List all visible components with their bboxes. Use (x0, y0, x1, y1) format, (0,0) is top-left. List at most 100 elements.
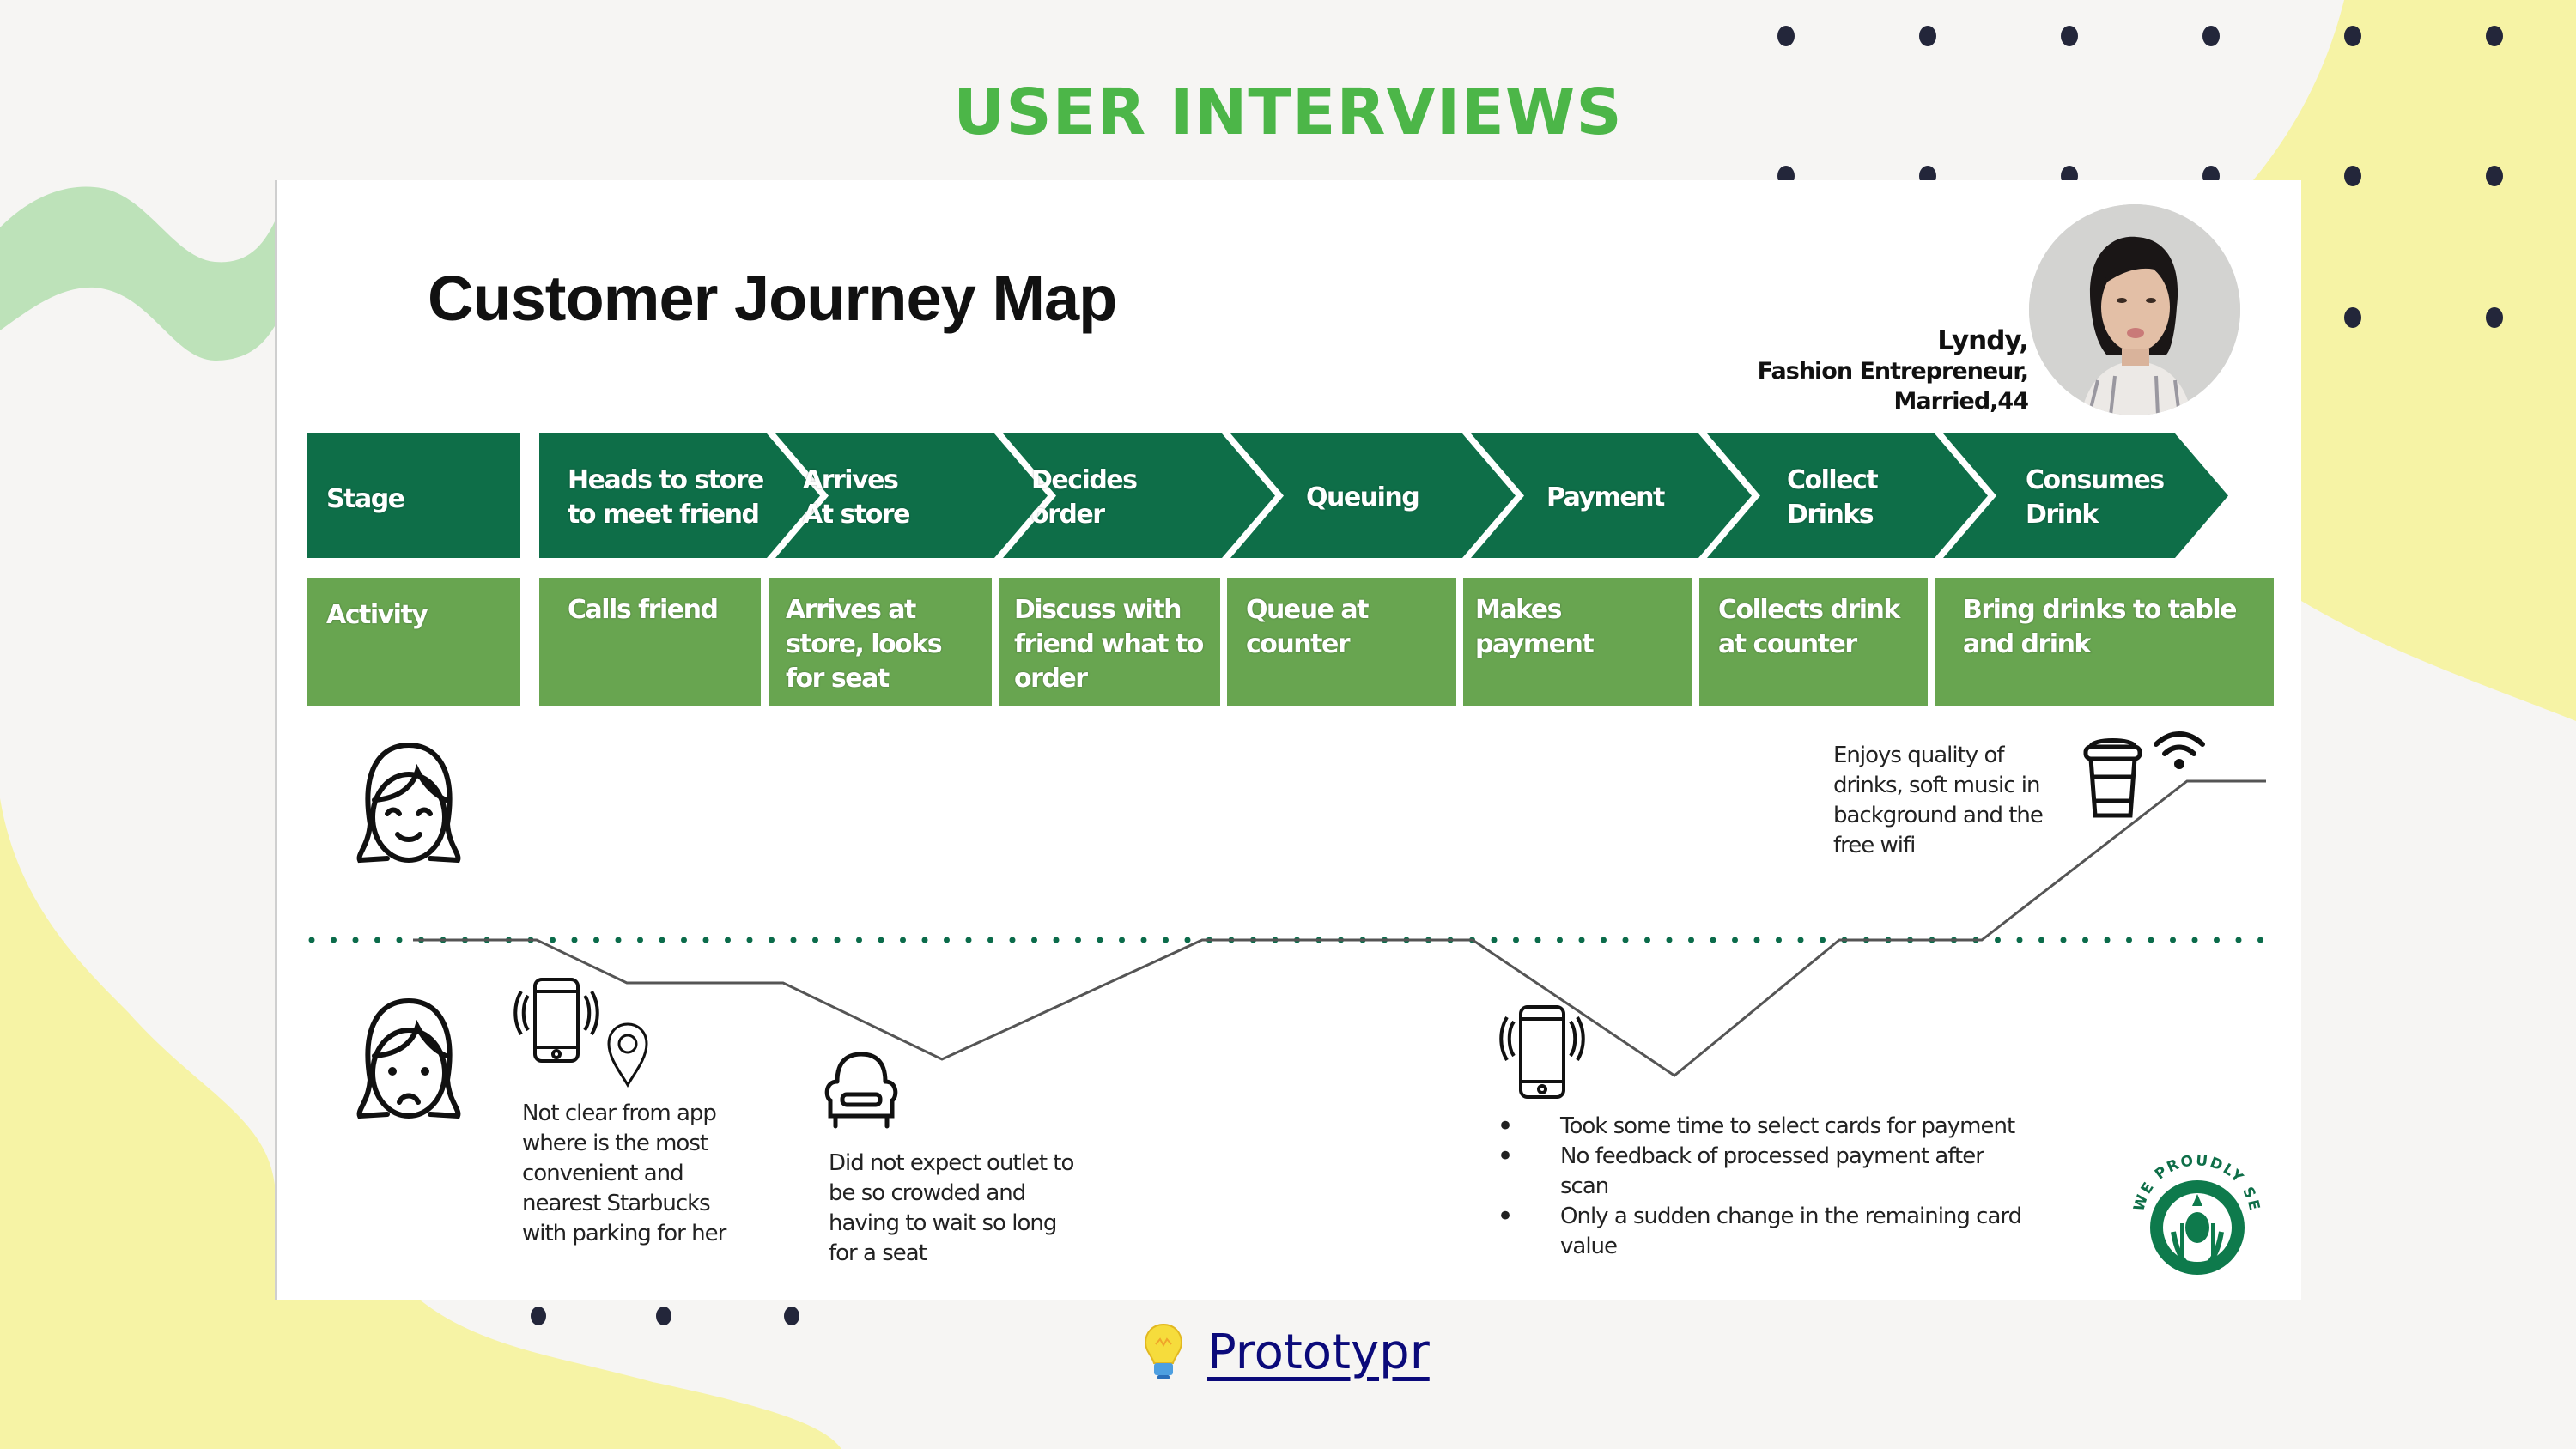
wifi-icon (2154, 731, 2205, 769)
stage-label-line: order (1031, 499, 1105, 530)
baseline-dot (1688, 937, 1694, 943)
activity-cell (1463, 578, 1692, 706)
activity-cell (1935, 578, 2274, 706)
activity-label-line: counter (1246, 629, 1351, 659)
background-dot (2486, 307, 2503, 328)
note-line: with parking for her (522, 1221, 726, 1246)
baseline-dot (2170, 937, 2176, 943)
background-dot (2486, 26, 2503, 46)
activity-label-line: Discuss with (1014, 595, 1182, 625)
activity-label-line: at counter (1718, 629, 1857, 659)
bullet-item: Took some time to select cards for payme… (1497, 1112, 2029, 1142)
stage-header-cell (307, 433, 520, 558)
baseline-dot (812, 937, 818, 943)
background-dot (2344, 166, 2361, 186)
note-crowded-seat: Did not expect outlet to be so crowded a… (829, 1149, 1074, 1269)
stage-chevron (1707, 433, 1988, 558)
background-dot (1919, 26, 1936, 46)
activity-label-line: for seat (786, 664, 890, 694)
lightbulb-icon (1144, 1323, 1183, 1379)
stage-label-line: At store (803, 499, 910, 530)
note-line: drinks, soft music in (1833, 773, 2040, 798)
stage-label-line: to meet friend (568, 499, 760, 530)
baseline-dot (2148, 937, 2154, 943)
baseline-dot (1732, 937, 1738, 943)
baseline-dot (396, 937, 403, 943)
baseline-dot (1820, 937, 1826, 943)
activity-label: Queue at counter (1246, 593, 1369, 662)
baseline-dot (1119, 937, 1125, 943)
location-pin-icon (607, 1022, 648, 1088)
activity-cell (1699, 578, 1928, 706)
baseline-dot (308, 937, 315, 943)
activity-label-line: and drink (1963, 629, 2091, 659)
stage-label: Heads to store to meet friend (568, 464, 764, 532)
baseline-dot (1753, 937, 1760, 943)
stage-label: Queuing (1306, 481, 1420, 515)
note-app-location: Not clear from app where is the most con… (522, 1099, 726, 1249)
baseline-dot (2214, 937, 2220, 943)
activity-label-line: friend what to (1014, 629, 1204, 659)
baseline-dot (725, 937, 731, 943)
baseline-dot (2235, 937, 2242, 943)
baseline-dot (856, 937, 862, 943)
activity-cell (539, 578, 761, 706)
baseline-dot (1184, 937, 1191, 943)
activity-header-cell (307, 578, 520, 706)
baseline-dot (2082, 937, 2088, 943)
baseline-dot (900, 937, 906, 943)
payment-pain-points: Took some time to select cards for payme… (1497, 1112, 2029, 1262)
green-wave-left (0, 186, 275, 361)
baseline-dot (2060, 937, 2067, 943)
baseline-dot (2126, 937, 2132, 943)
stage-row-label: Stage (326, 484, 405, 514)
activity-cell (1227, 578, 1456, 706)
journey-map-card: Customer Journey Map Lyndy, Fashion Entr… (275, 180, 2301, 1300)
baseline-dot (1710, 937, 1716, 943)
activity-row-label: Activity (326, 600, 428, 630)
payment-phone-icon (1499, 1005, 1585, 1099)
stage-label: Payment (1546, 481, 1665, 515)
background-dot (2344, 307, 2361, 328)
baseline-dot (593, 937, 599, 943)
stage-label-line: Collect (1787, 464, 1879, 495)
activity-cell (999, 578, 1220, 706)
baseline-dot (352, 937, 359, 943)
baseline-dot (2104, 937, 2111, 943)
background-dot (1777, 26, 1795, 46)
baseline-dot (1075, 937, 1081, 943)
stage-label-line: Heads to store (568, 464, 764, 495)
note-line: having to wait so long (829, 1210, 1057, 1236)
starbucks-logo-icon: WE PROUDLY SERVE (2122, 1137, 2262, 1275)
baseline-dot (681, 937, 687, 943)
stage-label-line: Drink (2026, 499, 2099, 530)
baseline-dot (1557, 937, 1563, 943)
baseline-dot (1140, 937, 1147, 943)
bullet-item: Only a sudden change in the remaining ca… (1497, 1202, 2029, 1262)
persona-name: Lyndy, (1937, 325, 2029, 356)
note-line: nearest Starbucks (522, 1191, 711, 1216)
prototypr-link[interactable]: Prototypr (1207, 1324, 1430, 1380)
baseline-dot (2016, 937, 2023, 943)
baseline-dot (746, 937, 753, 943)
baseline-dot (1009, 937, 1016, 943)
baseline-dot (374, 937, 380, 943)
note-line: free wifi (1833, 833, 1916, 858)
stage-chevron (1003, 433, 1275, 558)
activity-label-line: Arrives at (786, 595, 916, 625)
activity-label-line: Queue at (1246, 595, 1369, 625)
persona-photo-icon (2029, 204, 2240, 415)
activity-label-line: Makes (1475, 595, 1562, 625)
baseline-dot (702, 937, 709, 943)
baseline-dot (1534, 937, 1541, 943)
baseline-dot (615, 937, 622, 943)
baseline-dot (834, 937, 841, 943)
background-dot (656, 1307, 671, 1325)
baseline-dot (965, 937, 972, 943)
